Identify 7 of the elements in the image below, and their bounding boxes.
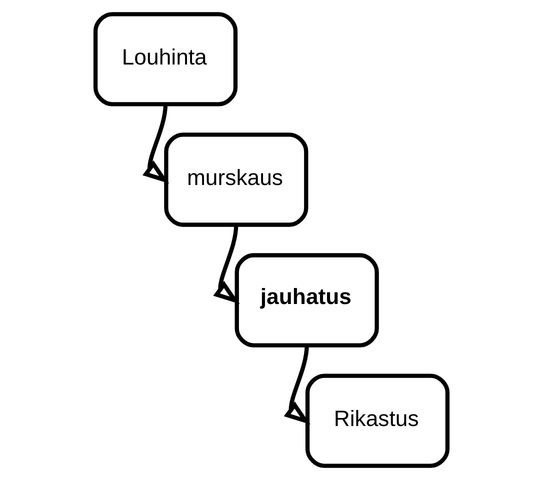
node-box: murskaus — [164, 132, 308, 227]
arrow — [212, 224, 240, 304]
arrow — [283, 345, 310, 425]
node-box: jauhatus — [234, 253, 378, 348]
node-box: Rikastus — [304, 374, 450, 468]
node-box: Louhinta — [92, 12, 238, 106]
arrow — [142, 104, 169, 184]
